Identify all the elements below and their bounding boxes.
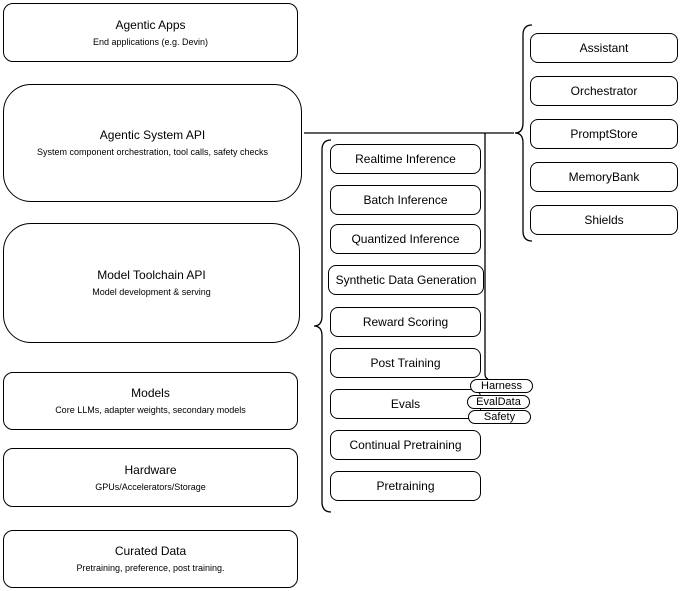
node-title: Agentic Apps: [115, 17, 186, 32]
node-agentic-system-api: Agentic System API System component orch…: [3, 84, 302, 202]
pill-evaldata: EvalData: [467, 395, 530, 409]
pill-safety: Safety: [468, 410, 531, 424]
node-agentic-apps: Agentic Apps End applications (e.g. Devi…: [3, 3, 298, 62]
node-label: Batch Inference: [363, 193, 448, 207]
node-subtitle: Pretraining, preference, post training.: [76, 563, 225, 573]
node-memorybank: MemoryBank: [530, 162, 678, 192]
node-pretraining: Pretraining: [330, 471, 481, 501]
node-continual-pretraining: Continual Pretraining: [330, 430, 481, 460]
node-label: Post Training: [370, 356, 441, 370]
node-label: Quantized Inference: [351, 232, 460, 246]
evals-components-connector-line: [484, 133, 489, 380]
node-title: Models: [131, 386, 170, 400]
node-hardware: Hardware GPUs/Accelerators/Storage: [3, 448, 298, 507]
node-subtitle: End applications (e.g. Devin): [92, 36, 209, 47]
node-quantized-inference: Quantized Inference: [330, 224, 481, 254]
node-label: Assistant: [579, 41, 629, 55]
toolchain-bracket: [313, 139, 332, 513]
node-label: Realtime Inference: [355, 152, 456, 166]
node-post-training: Post Training: [330, 348, 481, 378]
node-title: Curated Data: [114, 544, 187, 558]
node-batch-inference: Batch Inference: [330, 185, 481, 215]
node-synthetic-data-generation: Synthetic Data Generation: [328, 265, 484, 295]
node-label: Shields: [584, 213, 624, 227]
pill-label: Safety: [483, 411, 516, 423]
node-title: Model Toolchain API: [97, 268, 206, 282]
node-realtime-inference: Realtime Inference: [330, 144, 481, 174]
node-label: Pretraining: [376, 479, 435, 493]
node-model-toolchain-api: Model Toolchain API Model development & …: [3, 223, 300, 343]
node-label: Evals: [390, 397, 421, 411]
node-subtitle: Core LLMs, adapter weights, secondary mo…: [55, 405, 246, 415]
node-models: Models Core LLMs, adapter weights, secon…: [3, 372, 298, 430]
pill-harness: Harness: [470, 379, 533, 393]
node-subtitle: Model development & serving: [92, 287, 211, 297]
node-curated-data: Curated Data Pretraining, preference, po…: [3, 530, 298, 588]
node-orchestrator: Orchestrator: [530, 76, 678, 106]
node-title: Agentic System API: [99, 128, 206, 142]
node-shields: Shields: [530, 205, 678, 235]
node-promptstore: PromptStore: [530, 119, 678, 149]
node-reward-scoring: Reward Scoring: [330, 307, 481, 337]
node-label: Reward Scoring: [362, 315, 449, 329]
node-label: Synthetic Data Generation: [335, 273, 477, 287]
node-evals: Evals: [330, 389, 481, 419]
node-subtitle: GPUs/Accelerators/Storage: [95, 481, 206, 492]
node-label: Orchestrator: [570, 84, 638, 98]
node-label: MemoryBank: [568, 170, 640, 184]
node-label: PromptStore: [570, 127, 638, 141]
node-title: Hardware: [124, 462, 177, 477]
pill-label: Harness: [481, 380, 522, 392]
pill-label: EvalData: [476, 396, 521, 408]
node-label: Continual Pretraining: [349, 438, 462, 452]
node-subtitle: System component orchestration, tool cal…: [36, 147, 269, 157]
node-assistant: Assistant: [530, 33, 678, 63]
